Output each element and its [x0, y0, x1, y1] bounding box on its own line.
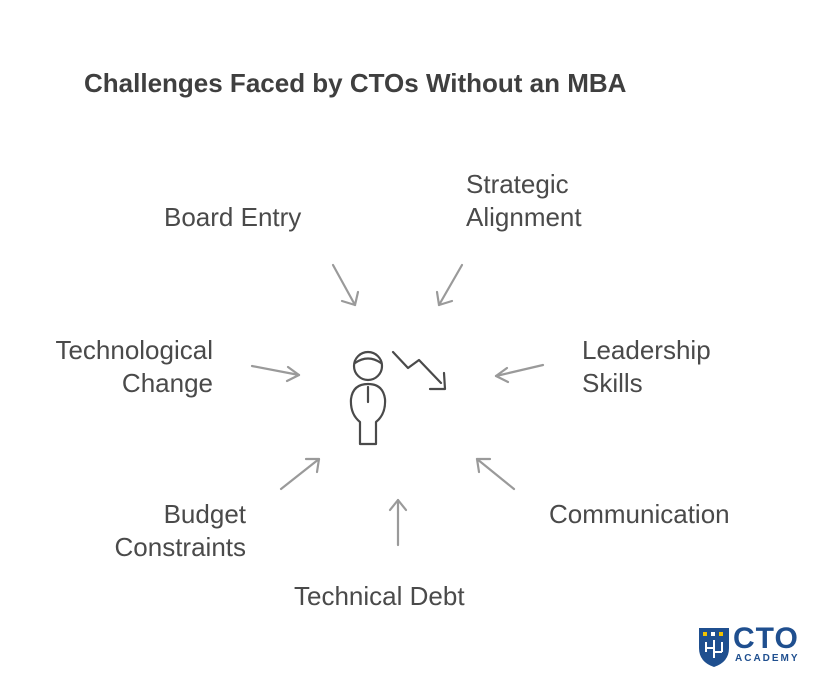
- arrow-budget-constraints: [279, 457, 321, 491]
- logo-wordmark: CTO: [733, 622, 799, 655]
- person-trend-down-icon: [349, 350, 447, 446]
- label-strategic-alignment: Strategic Alignment: [466, 169, 582, 232]
- label-board-entry: Board Entry: [164, 202, 302, 232]
- label-communication: Communication: [549, 499, 730, 529]
- page-title: Challenges Faced by CTOs Without an MBA: [84, 68, 627, 98]
- person-head: [352, 350, 384, 382]
- cto-academy-logo: CTO ACADEMY: [697, 622, 815, 668]
- label-leadership-skills: Leadership Skills: [582, 335, 711, 398]
- logo-subtitle: ACADEMY: [735, 653, 800, 664]
- arrow-board-entry: [331, 263, 360, 307]
- arrow-technical-debt: [388, 498, 408, 547]
- arrow-strategic-alignment: [435, 263, 464, 307]
- person-hair: [353, 357, 383, 365]
- shield-icon: [699, 628, 729, 667]
- label-budget-constraints: Budget Constraints: [114, 499, 247, 562]
- arrow-communication: [475, 457, 516, 491]
- person-body: [349, 382, 387, 446]
- trend-down-line: [391, 350, 443, 385]
- arrow-technological-change: [250, 364, 301, 383]
- arrow-leadership-skills: [494, 363, 545, 384]
- trend-down-arrowhead: [428, 371, 447, 391]
- label-technological-change: Technological Change: [55, 335, 213, 398]
- label-technical-debt: Technical Debt: [294, 581, 465, 611]
